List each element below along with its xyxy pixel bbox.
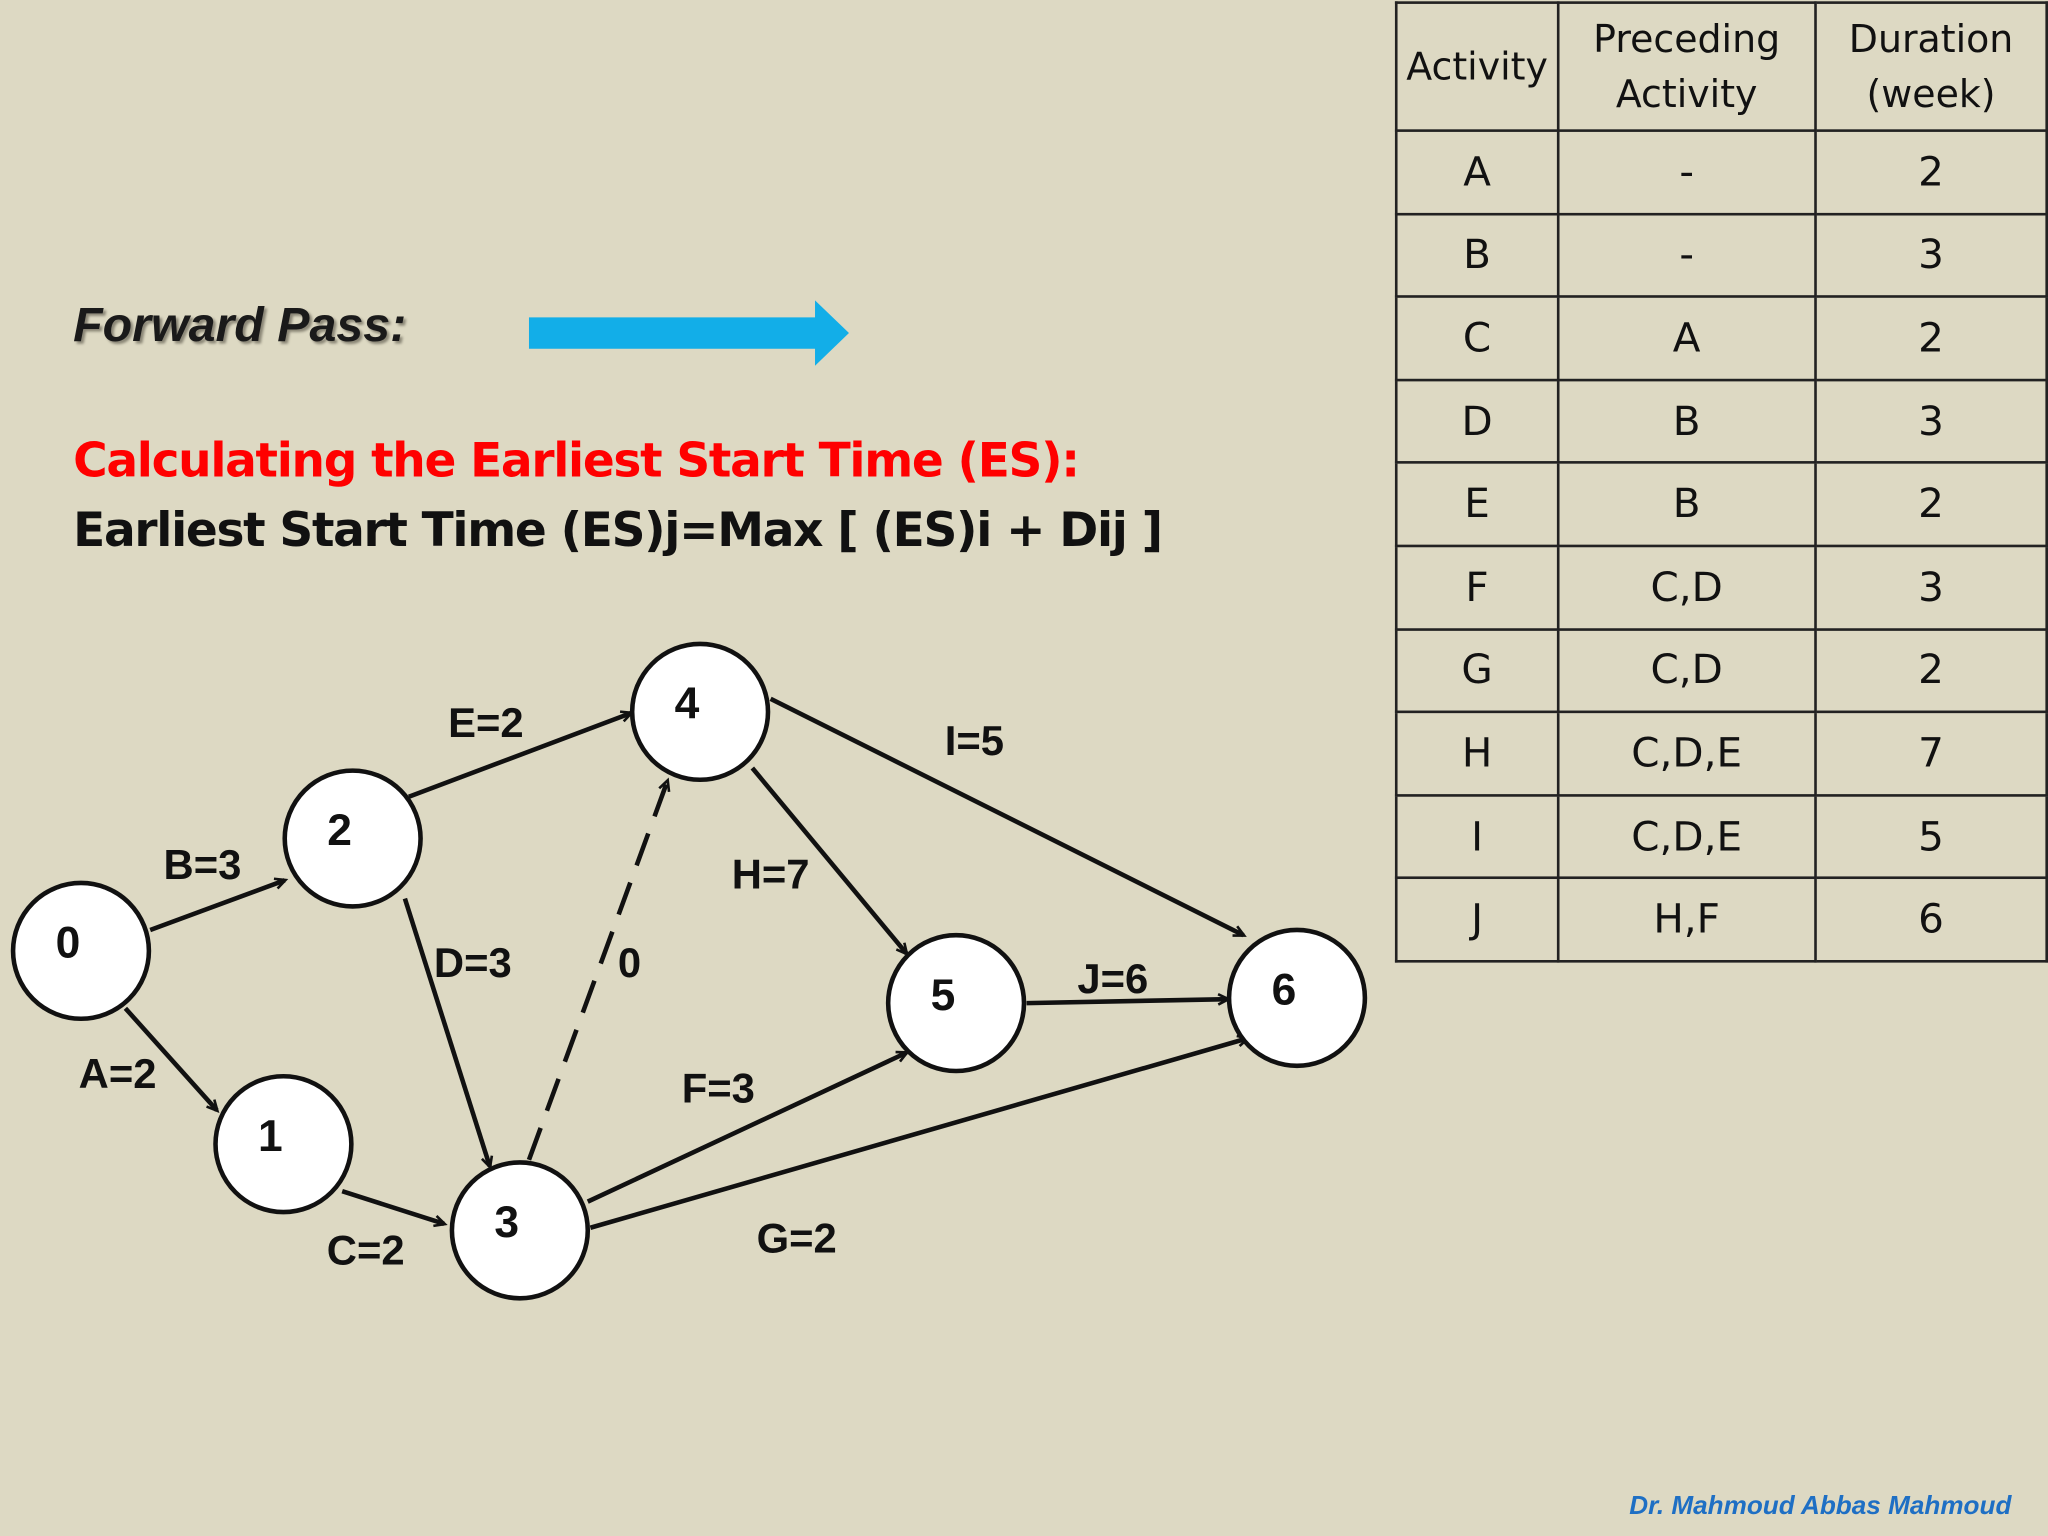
- node-label: 4: [675, 679, 700, 728]
- edge-label: A=2: [79, 1050, 157, 1097]
- header-duration: Duration (week): [1814, 1, 2048, 132]
- cell-activity: E: [1394, 461, 1560, 548]
- edge-label: I=5: [945, 717, 1004, 764]
- edge-label: 0: [618, 939, 641, 986]
- edge-label: F=3: [682, 1064, 755, 1111]
- edge-0-2: [149, 877, 289, 933]
- cell-preceding: -: [1556, 212, 1817, 299]
- cell-preceding: C,D,E: [1556, 793, 1817, 880]
- node-label: 0: [56, 919, 81, 968]
- cell-preceding: H,F: [1556, 876, 1817, 963]
- edge-3-4: [526, 777, 671, 1161]
- cell-activity: D: [1394, 378, 1560, 465]
- edge-label: C=2: [327, 1226, 405, 1273]
- edge-label: H=7: [732, 850, 810, 897]
- header-preceding: Preceding Activity: [1556, 1, 1817, 132]
- node-label: 6: [1272, 966, 1297, 1015]
- edge-label: E=2: [448, 699, 524, 746]
- cell-activity: F: [1394, 544, 1560, 631]
- edge-3-5: [586, 1050, 910, 1204]
- cell-activity: H: [1394, 710, 1560, 797]
- edge-label: B=3: [164, 841, 242, 888]
- cell-activity: I: [1394, 793, 1560, 880]
- cell-duration: 2: [1814, 129, 2048, 215]
- node-2: [282, 768, 423, 909]
- cell-activity: G: [1394, 627, 1560, 714]
- node-6: [1226, 927, 1368, 1069]
- cell-duration: 2: [1814, 627, 2048, 714]
- author-footer: Dr. Mahmoud Abbas Mahmoud: [1629, 1491, 2012, 1521]
- activity-table: Activity Preceding Activity Duration (we…: [1394, 1, 2048, 963]
- cell-preceding: C,D: [1556, 627, 1817, 714]
- edge-2-4: [408, 710, 635, 799]
- cell-preceding: C,D,E: [1556, 710, 1817, 797]
- edge-label: G=2: [757, 1215, 837, 1262]
- cell-duration: 5: [1814, 793, 2048, 880]
- node-label: 2: [327, 806, 352, 855]
- node-3: [449, 1160, 591, 1301]
- edge-2-3: [402, 897, 494, 1170]
- edge-4-5: [750, 766, 909, 957]
- edge-4-6: [769, 696, 1247, 938]
- cell-duration: 2: [1814, 295, 2048, 382]
- edge-5-6: [1026, 992, 1232, 1006]
- cell-duration: 7: [1814, 710, 2048, 797]
- cell-preceding: C,D: [1556, 544, 1817, 631]
- header-activity: Activity: [1394, 1, 1560, 132]
- node-0: [10, 880, 152, 1022]
- node-label: 1: [258, 1112, 283, 1161]
- calc-title: Calculating the Earliest Start Time (ES)…: [73, 434, 1080, 489]
- node-label: 5: [931, 971, 956, 1020]
- cell-duration: 3: [1814, 212, 2048, 299]
- cell-preceding: A: [1556, 295, 1817, 382]
- edge-label: J=6: [1077, 955, 1148, 1002]
- table-row: B-3: [1394, 212, 2048, 299]
- edge-1-3: [341, 1189, 448, 1228]
- formula: Earliest Start Time (ES)j=Max [ (ES)i + …: [73, 504, 1163, 558]
- cell-preceding: B: [1556, 461, 1817, 548]
- cell-preceding: B: [1556, 378, 1817, 465]
- cell-activity: A: [1394, 129, 1560, 215]
- node-5: [885, 932, 1027, 1074]
- cell-activity: J: [1394, 876, 1560, 963]
- right-arrow-icon: [528, 300, 849, 366]
- table-row: A-2: [1394, 129, 2048, 215]
- cell-duration: 2: [1814, 461, 2048, 548]
- cell-duration: 3: [1814, 378, 2048, 465]
- forward-pass-label: Forward Pass:: [73, 297, 407, 352]
- node-label: 3: [494, 1198, 519, 1247]
- edge-label: D=3: [434, 939, 512, 986]
- cell-duration: 6: [1814, 876, 2048, 963]
- node-4: [629, 641, 771, 783]
- cell-preceding: -: [1556, 129, 1817, 215]
- cell-duration: 3: [1814, 544, 2048, 631]
- node-1: [213, 1073, 354, 1215]
- edge-0-1: [123, 1006, 220, 1114]
- cell-activity: C: [1394, 295, 1560, 382]
- cell-activity: B: [1394, 212, 1560, 299]
- table-header-row: Activity Preceding Activity Duration (we…: [1394, 1, 2048, 132]
- edge-3-6: [589, 1034, 1251, 1230]
